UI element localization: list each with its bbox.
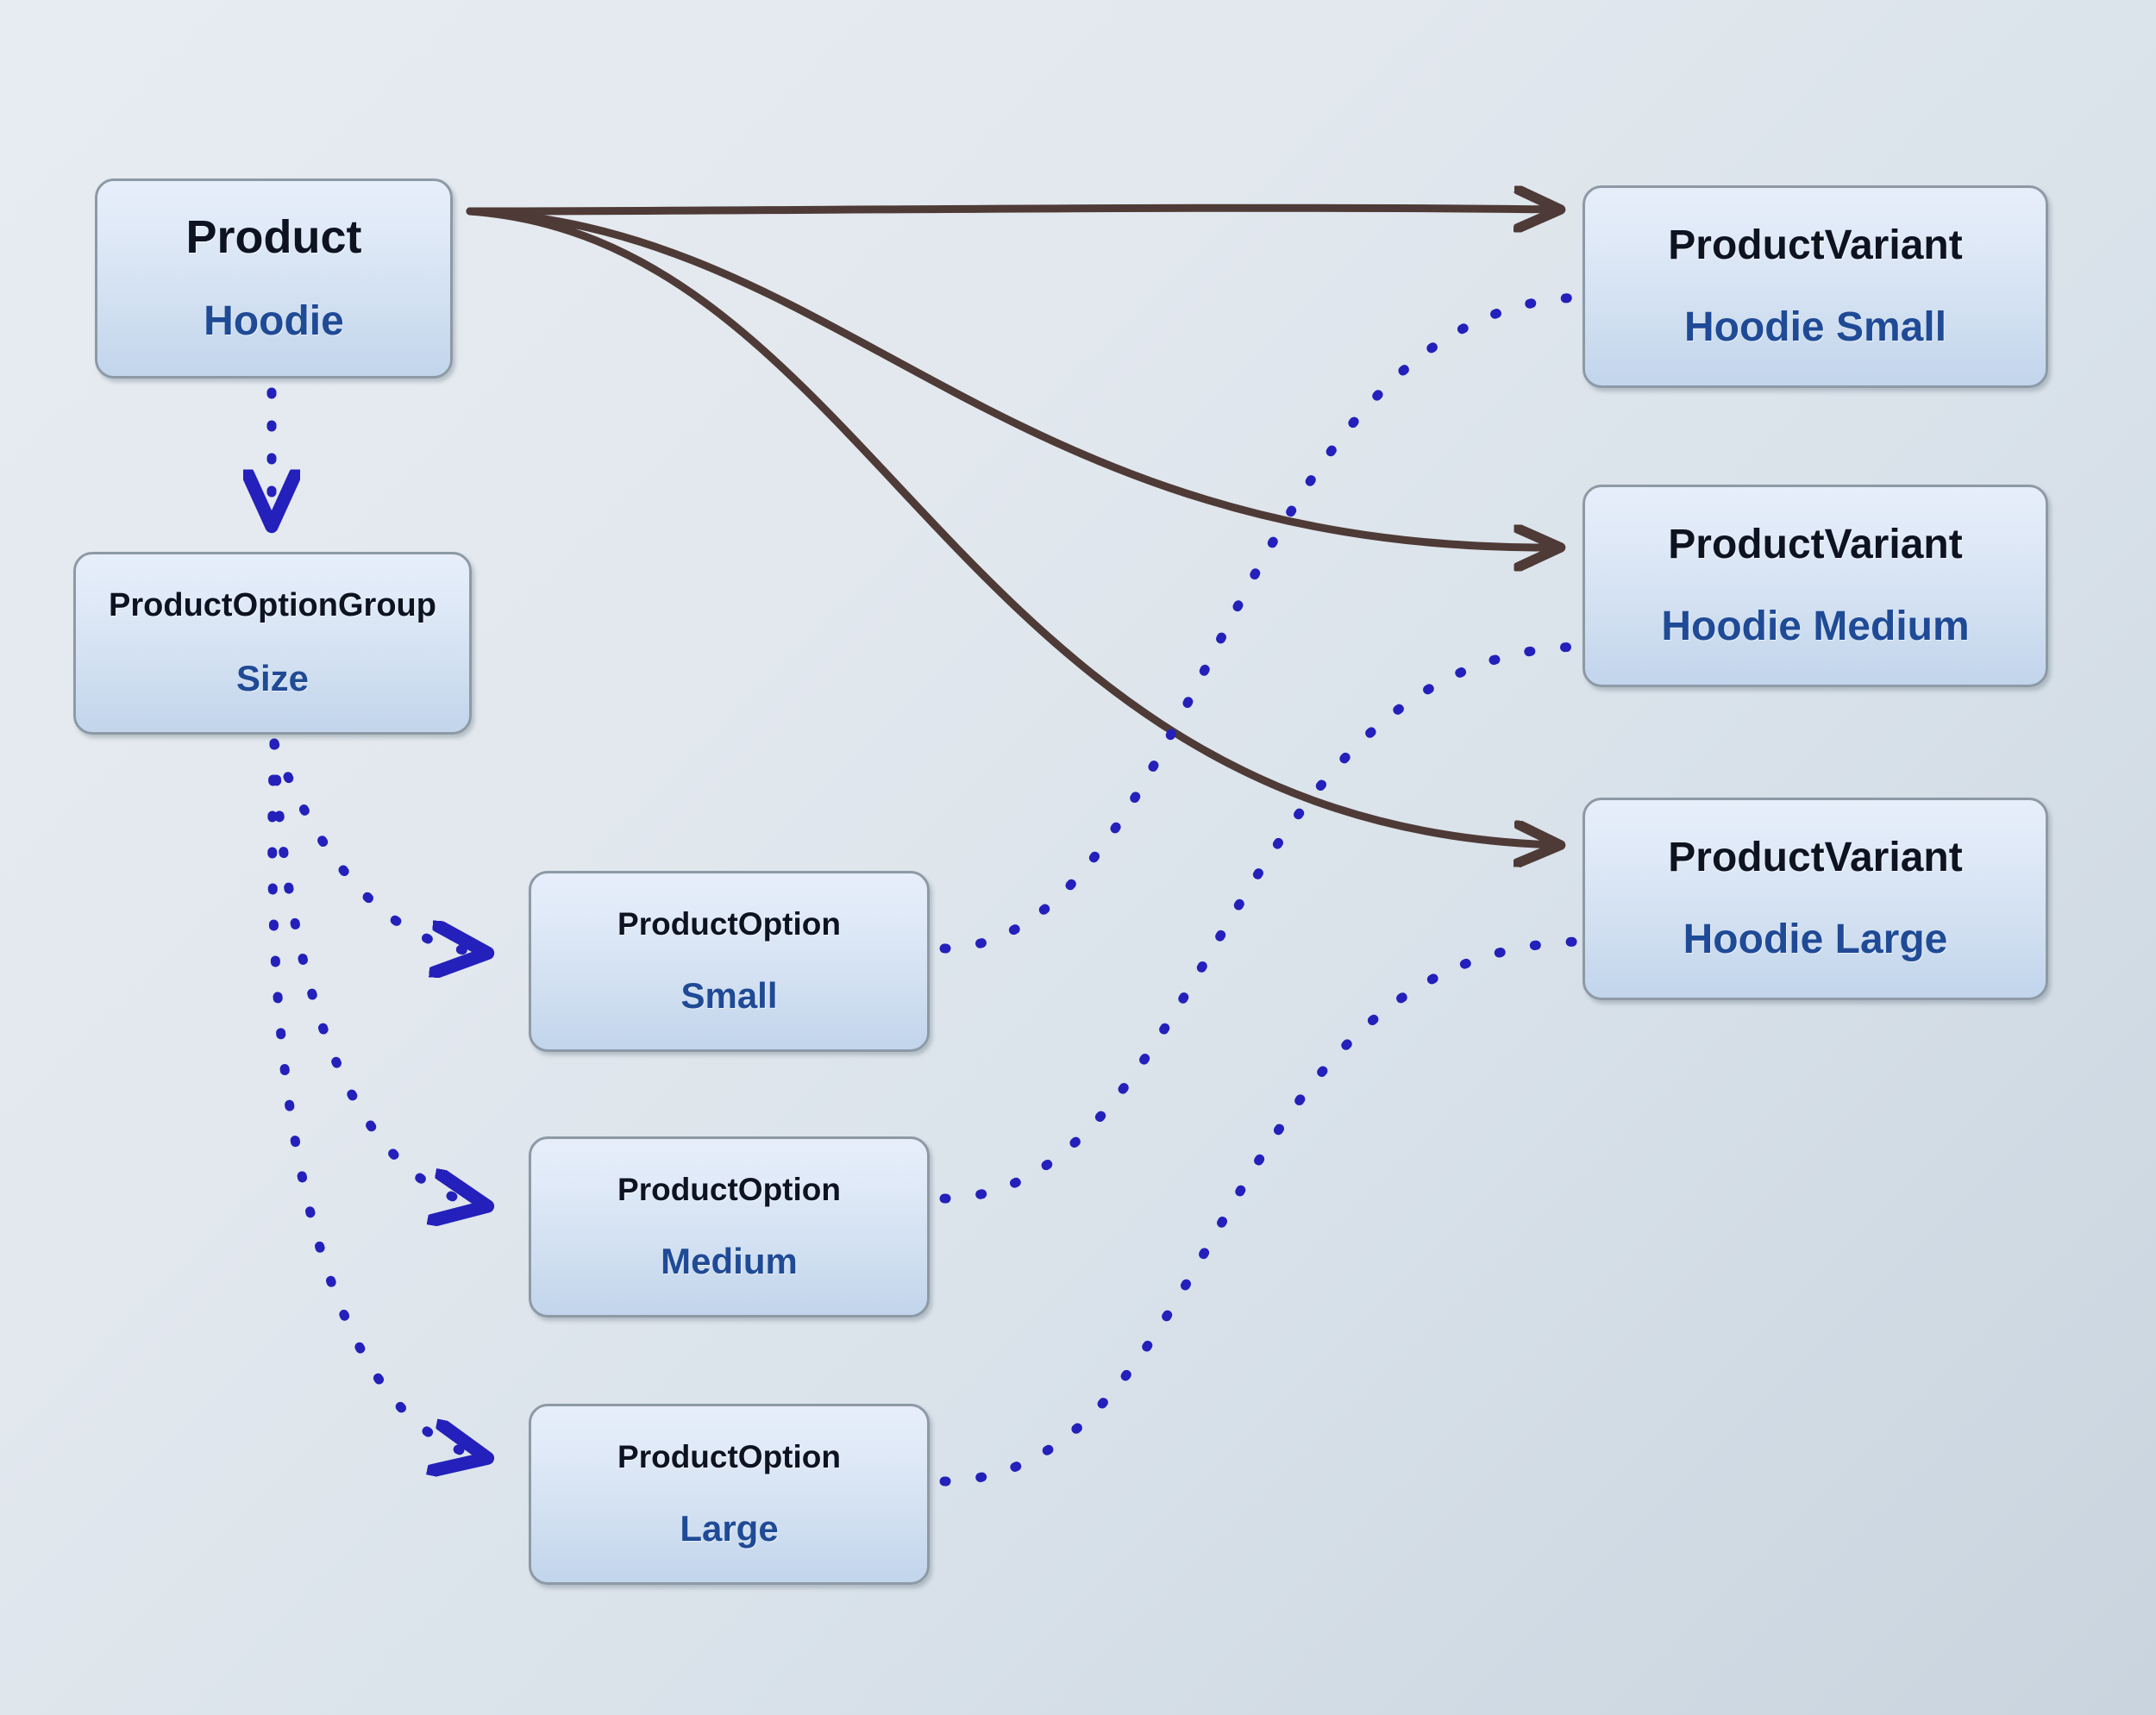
node-product-value: Hoodie — [204, 298, 344, 345]
node-variant-medium-type: ProductVariant — [1668, 521, 1963, 567]
node-option-large-type: ProductOption — [617, 1438, 841, 1474]
node-variant-hoodie-small[interactable]: ProductVariant Hoodie Small — [1583, 185, 2048, 388]
node-option-small[interactable]: ProductOption Small — [529, 871, 930, 1052]
edge-option-small-to-variant-small — [939, 292, 1583, 954]
node-option-small-value: Small — [680, 975, 778, 1017]
node-product[interactable]: Product Hoodie — [95, 178, 453, 379]
node-option-large[interactable]: ProductOption Large — [529, 1404, 930, 1585]
edge-product-to-variant-large — [466, 207, 1557, 845]
node-option-small-type: ProductOption — [617, 905, 841, 942]
node-variant-small-value: Hoodie Small — [1683, 304, 1947, 350]
node-option-large-value: Large — [680, 1508, 779, 1549]
node-option-group-size[interactable]: ProductOptionGroup Size — [73, 552, 472, 735]
node-option-medium-value: Medium — [661, 1241, 798, 1282]
edge-option-group-to-option-large — [267, 738, 483, 1457]
edge-product-to-variant-small — [466, 208, 1557, 211]
node-variant-hoodie-medium[interactable]: ProductVariant Hoodie Medium — [1583, 485, 2048, 687]
node-variant-medium-value: Hoodie Medium — [1661, 603, 1970, 649]
edge-option-large-to-variant-large — [939, 936, 1583, 1487]
edge-option-medium-to-variant-medium — [939, 642, 1583, 1204]
edge-product-to-variant-medium — [466, 207, 1557, 548]
node-variant-large-type: ProductVariant — [1668, 834, 1963, 880]
node-option-group-value: Size — [235, 657, 310, 698]
node-variant-hoodie-large[interactable]: ProductVariant Hoodie Large — [1583, 798, 2048, 1000]
node-product-type: Product — [185, 210, 362, 263]
edge-option-group-to-option-medium — [269, 738, 483, 1205]
node-option-group-type: ProductOptionGroup — [109, 587, 436, 623]
node-variant-small-type: ProductVariant — [1668, 222, 1963, 268]
node-variant-large-value: Hoodie Large — [1683, 916, 1948, 962]
node-option-medium[interactable]: ProductOption Medium — [529, 1136, 930, 1318]
node-option-medium-type: ProductOption — [617, 1171, 841, 1207]
edge-option-group-to-option-small — [269, 738, 483, 953]
